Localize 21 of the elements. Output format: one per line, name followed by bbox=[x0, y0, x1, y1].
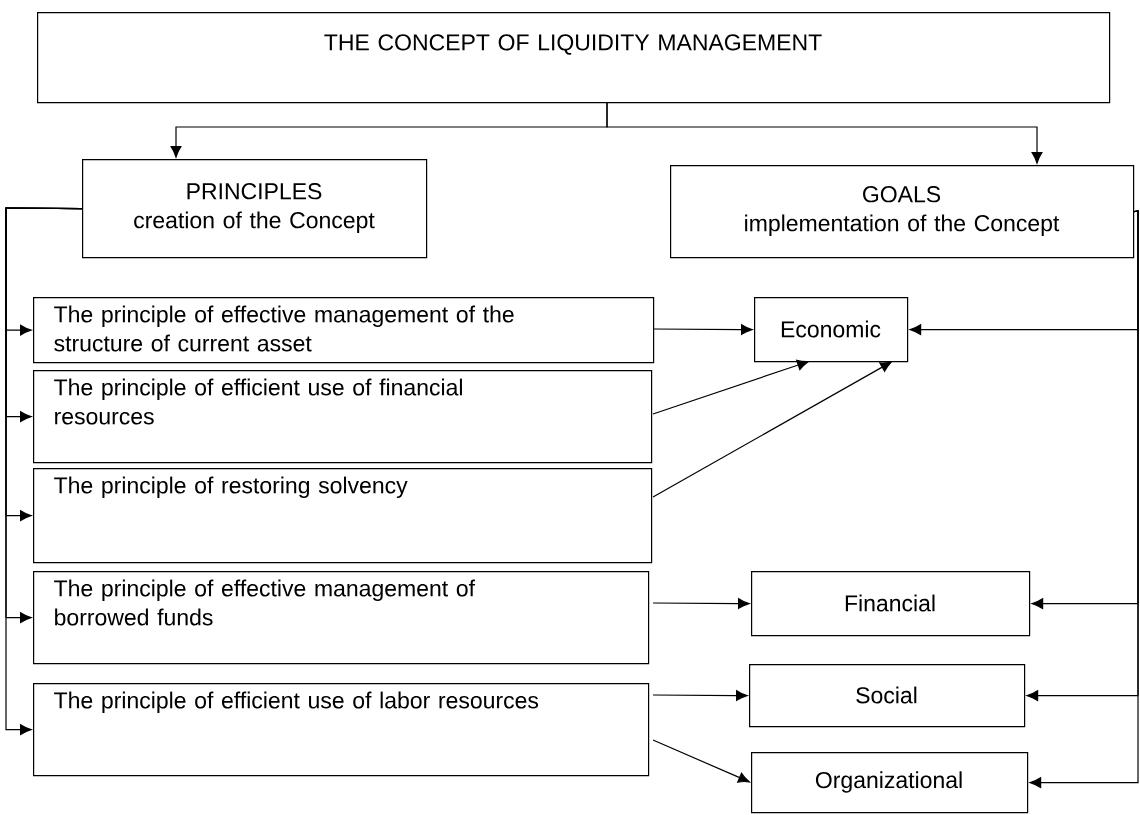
goal-box: Organizational bbox=[751, 752, 1029, 814]
arrow bbox=[5, 207, 83, 736]
heading-box: PRINCIPLES creation of the Concept bbox=[82, 159, 428, 259]
arrow bbox=[652, 359, 809, 415]
title-box: THE CONCEPT OF LIQUIDITY MANAGEMENT bbox=[37, 12, 1111, 104]
principle-box: The principle of efficient use of labor resources bbox=[33, 683, 650, 777]
arrow bbox=[652, 690, 748, 701]
principle-box: The principle of effective management of the structure of current asset bbox=[33, 297, 655, 364]
principle-box: The principle of efficient use of financial resources bbox=[33, 370, 653, 464]
arrow bbox=[1029, 210, 1139, 789]
arrow bbox=[652, 739, 750, 783]
arrow bbox=[606, 101, 1043, 164]
principle-box: The principle of restoring solvency bbox=[33, 468, 653, 564]
arrow bbox=[652, 598, 750, 609]
heading-box: GOALS implementation of the Concept bbox=[670, 165, 1135, 259]
arrow bbox=[652, 324, 753, 335]
goal-box: Social bbox=[749, 664, 1026, 728]
goal-box: Economic bbox=[754, 297, 909, 363]
principle-box: The principle of effective management of borrowed funds bbox=[33, 571, 650, 665]
arrow bbox=[652, 361, 892, 498]
goal-box: Financial bbox=[751, 571, 1031, 637]
